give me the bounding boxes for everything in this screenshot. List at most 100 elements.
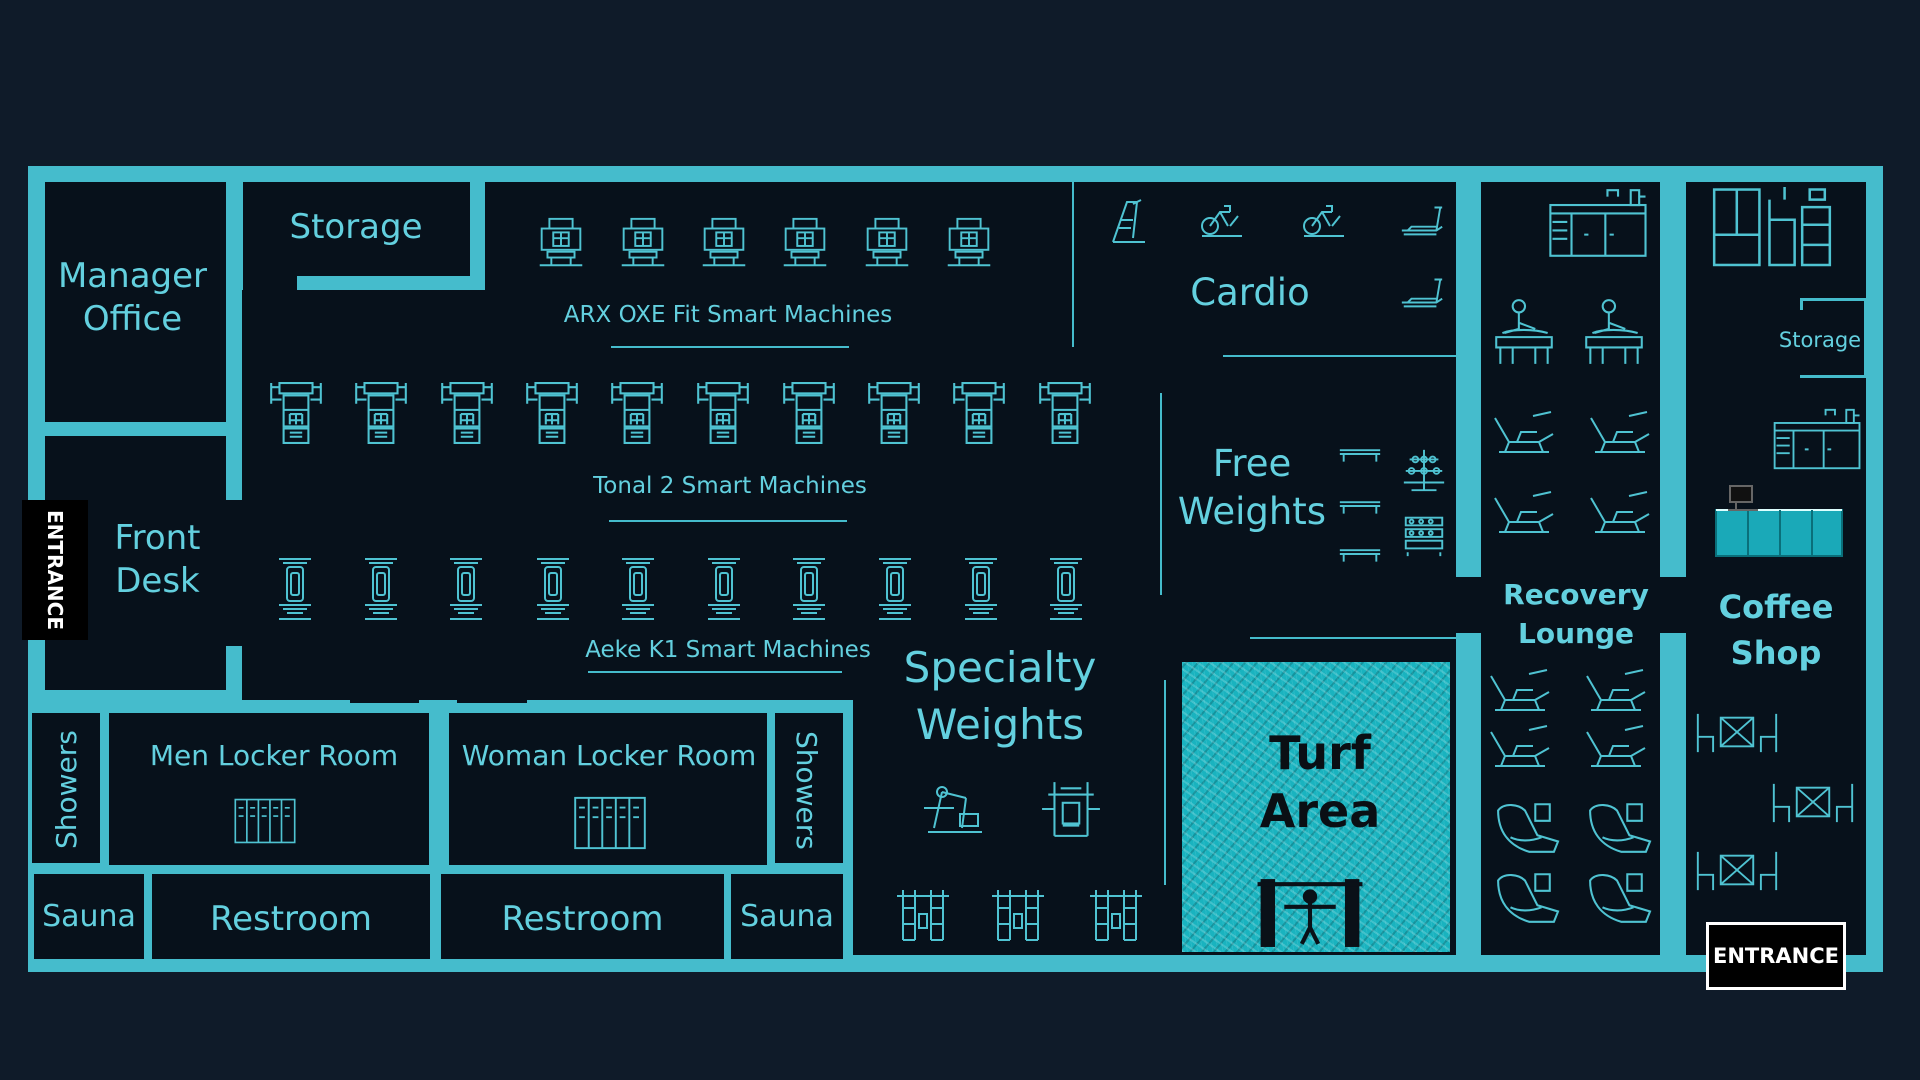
cardio-divider-horizontal <box>1223 355 1456 357</box>
aeke-underline <box>588 671 842 673</box>
tonal-machine-icon <box>606 376 668 450</box>
showers-left-label: Showers <box>50 730 83 850</box>
aeke-machine-icon <box>446 551 486 625</box>
front-desk-wall-right-top <box>226 418 242 496</box>
cafe-table-icon <box>1694 846 1780 894</box>
tonal-machine-icon <box>863 376 925 450</box>
locker-icon <box>232 792 298 850</box>
restroom-right-label: Restroom <box>501 899 664 939</box>
recovery-lounge-label: Recovery Lounge <box>1503 578 1649 651</box>
storage-wall-bottom <box>297 276 485 290</box>
cafe-table-icon <box>1770 778 1856 826</box>
recliner-icon <box>1584 410 1656 460</box>
recovery-lounge-room <box>1481 182 1660 955</box>
turf-divider-horizontal <box>1250 637 1456 639</box>
plate-rack-icon <box>1400 446 1448 494</box>
arx-underline <box>611 346 849 348</box>
aeke-machine-icon <box>275 551 315 625</box>
treadmill-icon <box>1398 198 1446 240</box>
recovery-wall-left-lower <box>1456 637 1481 972</box>
tonal-underline <box>609 520 847 522</box>
cardio-label: Cardio <box>1190 271 1310 314</box>
tonal-zone-label: Tonal 2 Smart Machines <box>593 473 867 499</box>
power-rack-icon <box>988 884 1048 944</box>
tonal-machine-icon <box>692 376 754 450</box>
specialty-divider <box>1164 680 1166 885</box>
recliner-icon <box>1488 410 1560 460</box>
power-rack-icon <box>893 884 953 944</box>
entrance-left-badge: ENTRANCE <box>22 500 88 640</box>
stair-climber-icon <box>1107 196 1151 246</box>
front-desk-doorway <box>226 500 242 646</box>
aeke-machine-icon <box>704 551 744 625</box>
front-desk-label: Front Desk <box>114 518 201 601</box>
locker-wall-right <box>843 700 853 970</box>
turf-area-label: Turf Area <box>1259 726 1381 838</box>
cardio-divider-vertical <box>1072 182 1074 347</box>
locker-wall-top-right <box>527 700 849 713</box>
manager-wall-right <box>226 182 242 357</box>
locker-icon <box>570 794 650 852</box>
tonal-machine-icon <box>436 376 498 450</box>
arx-zone-label: ARX OXE Fit Smart Machines <box>563 302 893 328</box>
tonal-machine-icon <box>1034 376 1096 450</box>
free-weights-label: Free Weights <box>1177 442 1327 534</box>
tonal-machine-icon <box>265 376 327 450</box>
kitchenette-icon <box>1544 186 1654 260</box>
tonal-machine-icon <box>521 376 583 450</box>
coffee-storage-side <box>1864 298 1867 378</box>
dumbbell-rack-icon <box>1400 510 1448 558</box>
coffee-wall-left-lower <box>1660 637 1686 972</box>
recliner-icon <box>1484 724 1556 774</box>
arx-machine-icon <box>776 208 834 280</box>
arx-machine-icon <box>695 208 753 280</box>
massage-table-icon <box>1488 296 1560 368</box>
tonal-machine-icon <box>948 376 1010 450</box>
aeke-machine-icon <box>533 551 573 625</box>
coffee-counter-icon <box>1714 480 1844 560</box>
rig-athlete-icon <box>1252 876 1368 948</box>
men-locker-room <box>109 713 429 865</box>
coffee-storage-top <box>1800 298 1866 301</box>
men-locker-label: Men Locker Room <box>149 739 399 772</box>
entrance-right-badge: ENTRANCE <box>1706 922 1846 990</box>
aeke-machine-icon <box>618 551 658 625</box>
smith-machine-icon <box>1039 778 1103 840</box>
treadmill-icon <box>1398 270 1446 312</box>
manager-office-label: Manager Office <box>57 256 208 339</box>
specialty-weights-label: Specialty Weights <box>903 643 1097 749</box>
storage-label: Storage <box>289 207 423 247</box>
sauna-right-label: Sauna <box>740 899 834 934</box>
manager-office-room <box>45 182 226 422</box>
recovery-wall-left <box>1456 166 1481 573</box>
restroom-left-room <box>152 874 430 959</box>
turf-area <box>1182 662 1450 952</box>
restroom-right-room <box>441 874 724 959</box>
massage-chair-icon <box>1488 866 1564 928</box>
showers-right-room <box>775 713 843 863</box>
recovery-doorway <box>1456 577 1686 633</box>
woman-locker-label: Woman Locker Room <box>461 739 757 772</box>
locker-wall-top-left <box>28 700 350 713</box>
entrance-left-label: ENTRANCE <box>43 510 67 630</box>
tonal-machine-icon <box>350 376 412 450</box>
locker-wall-top-mid <box>419 700 457 713</box>
aeke-machine-icon <box>1046 551 1086 625</box>
coffee-storage-stub <box>1800 298 1803 310</box>
showers-left-room <box>32 713 100 863</box>
aeke-machine-icon <box>875 551 915 625</box>
power-rack-icon <box>1086 884 1146 944</box>
front-desk-wall-right-bottom <box>226 650 242 700</box>
aeke-machine-icon <box>361 551 401 625</box>
plate-loaded-machine-icon <box>920 778 990 838</box>
cafe-table-icon <box>1694 708 1780 756</box>
recliner-icon <box>1580 724 1652 774</box>
coffee-kitchen-icon <box>1686 182 1858 270</box>
aeke-machine-icon <box>789 551 829 625</box>
massage-chair-icon <box>1488 796 1564 858</box>
sauna-left-label: Sauna <box>42 899 136 934</box>
storage-wall-right <box>470 182 485 290</box>
recliner-icon <box>1580 668 1652 718</box>
recliner-icon <box>1488 490 1560 540</box>
aeke-zone-label: Aeke K1 Smart Machines <box>585 637 871 663</box>
